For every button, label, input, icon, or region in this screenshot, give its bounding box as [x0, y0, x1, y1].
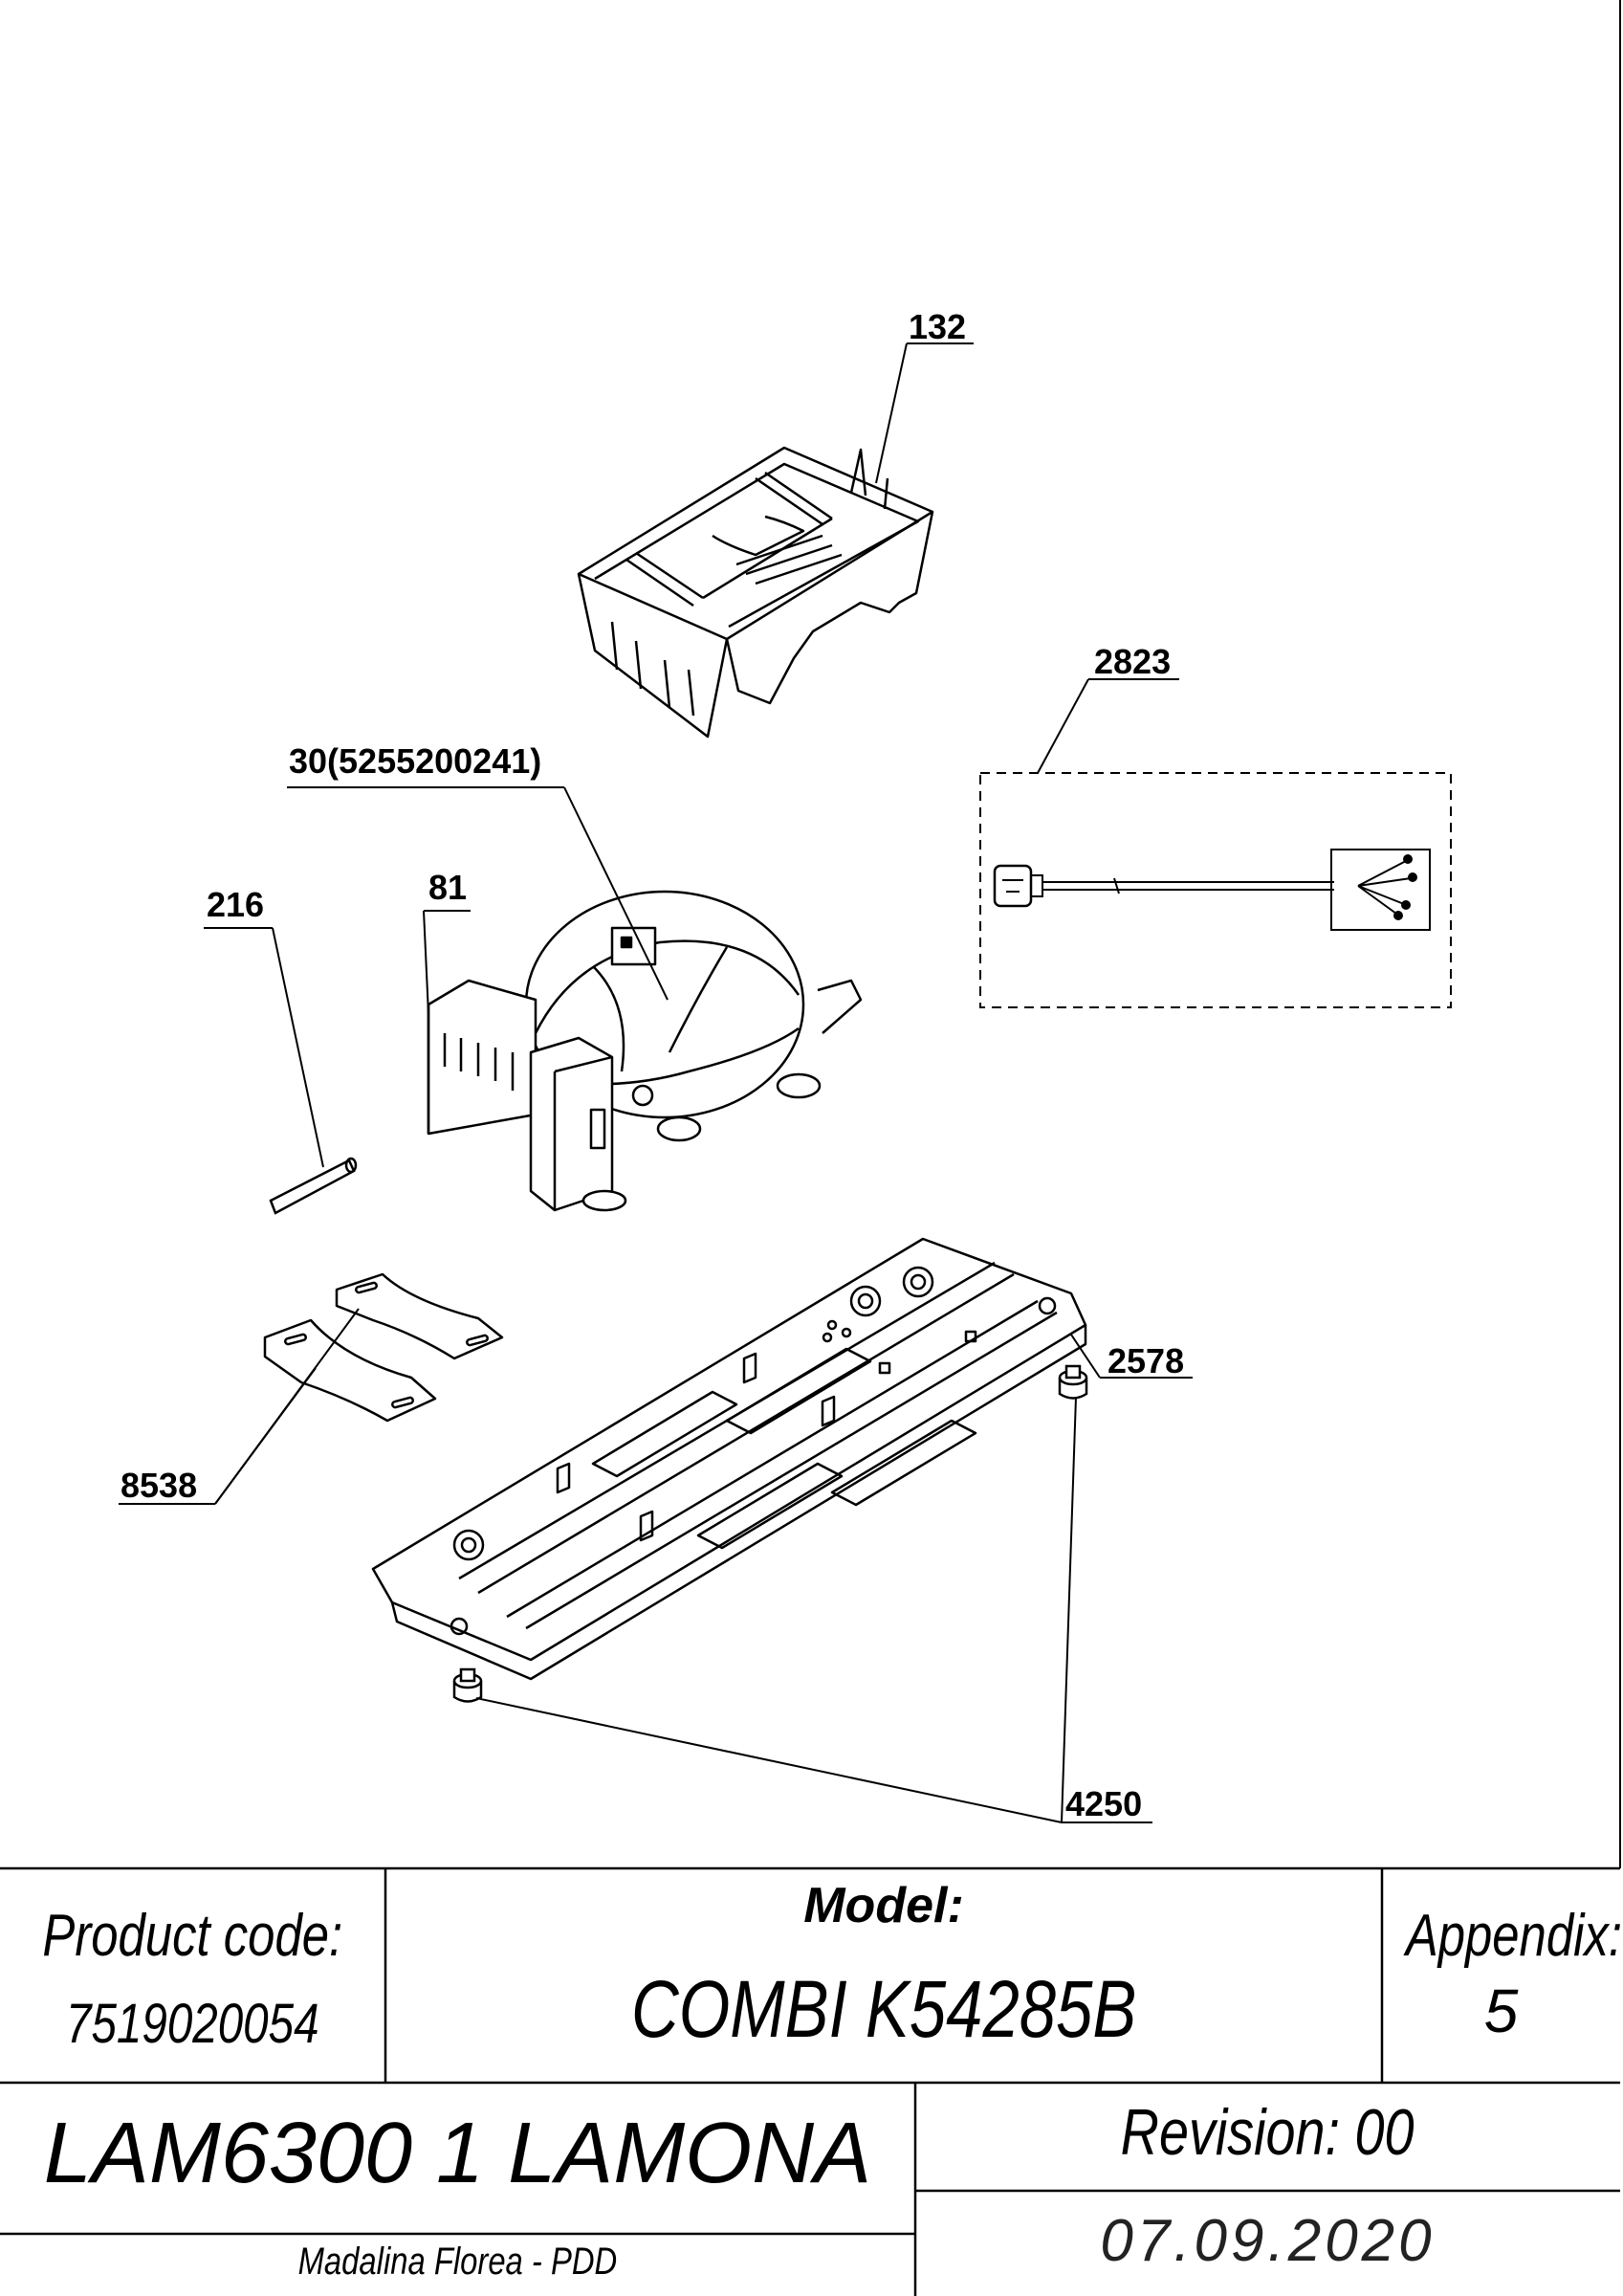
- revision-date: 07.09.2020: [1100, 2208, 1436, 2274]
- callout-2823: 2823: [1094, 642, 1171, 681]
- part-8538-pads: [263, 1272, 504, 1423]
- model-label: Model:: [803, 1878, 964, 1933]
- drawing-title: LAM6300 1 LAMONA: [43, 2106, 872, 2201]
- callout-30: 30(5255200241): [289, 741, 541, 781]
- callout-2578: 2578: [1108, 1341, 1184, 1380]
- product-code-value: 7519020054: [66, 1993, 319, 2055]
- appendix-value: 5: [1483, 1976, 1519, 2045]
- revision-label: Revision: 00: [1121, 2096, 1415, 2169]
- part-81-relay-box: [427, 979, 627, 1212]
- appendix-label: Appendix:: [1405, 1903, 1622, 1969]
- callout-81: 81: [428, 868, 467, 907]
- callout-8538: 8538: [121, 1466, 197, 1505]
- part-132-drip-tray: [577, 446, 934, 739]
- part-2578-base-plate: [371, 1237, 1087, 1681]
- callout-216: 216: [207, 885, 264, 924]
- product-code-label: Product code:: [42, 1903, 343, 1969]
- part-2823-power-cable: [979, 772, 1452, 1008]
- callout-4250: 4250: [1065, 1784, 1142, 1823]
- leader-lines: [119, 342, 1193, 1823]
- part-216-tube: [269, 1157, 358, 1215]
- author-name: Madalina Florea - PDD: [297, 2241, 618, 2283]
- title-block-frame: [0, 1866, 1620, 2296]
- callout-132: 132: [909, 307, 966, 346]
- part-4250-nuts: [452, 1364, 1088, 1703]
- model-value: COMBI K54285B: [630, 1964, 1137, 2054]
